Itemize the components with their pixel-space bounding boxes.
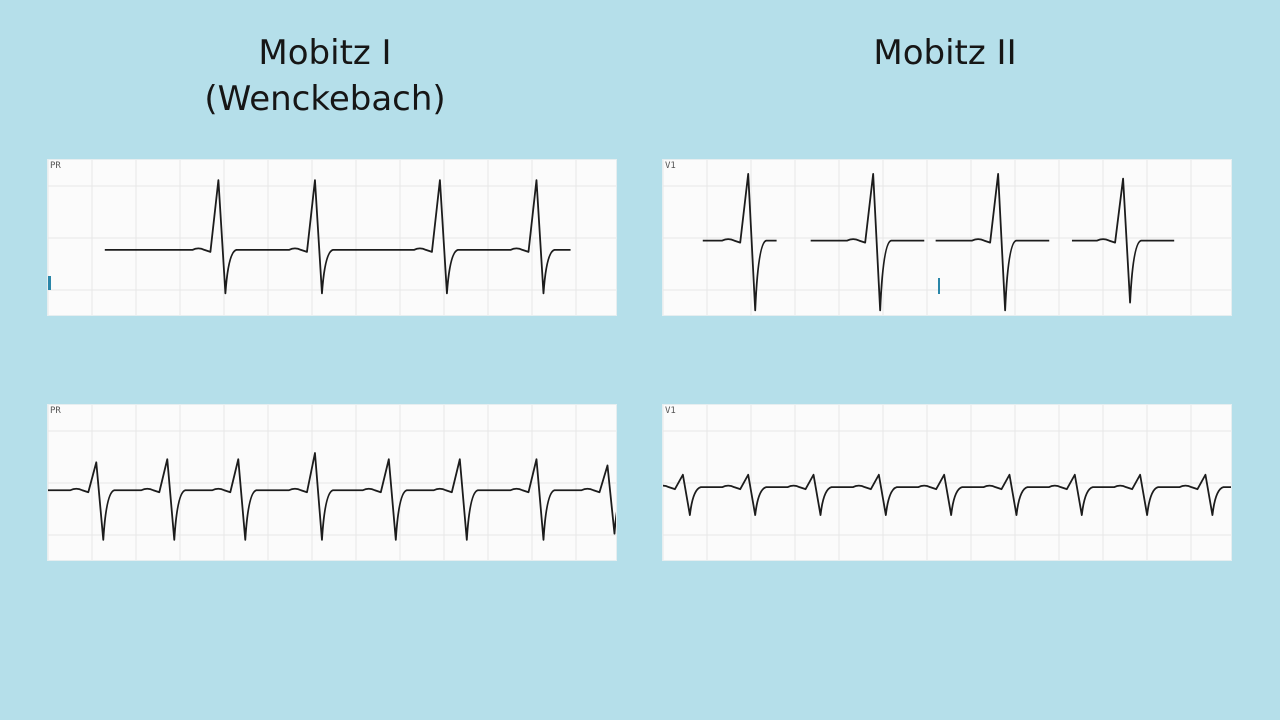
title-mobitz-1-line2: (Wenckebach) (204, 79, 446, 119)
ecg-trace-segment (702, 173, 777, 312)
ecg-trace-svg (48, 160, 616, 315)
lead-label: PR (50, 161, 61, 171)
title-mobitz-1: Mobitz I (Wenckebach) (160, 30, 490, 122)
blocked-beat-marker (938, 278, 940, 294)
ecg-trace-segment (935, 173, 1050, 312)
ecg-grid (663, 160, 1231, 315)
ecg-trace-svg (663, 160, 1231, 315)
ecg-strip-mobitz2-bottom: V1 (663, 405, 1231, 560)
lead-label: PR (50, 406, 61, 416)
ecg-trace-segment (48, 452, 616, 541)
ecg-trace-segment (810, 173, 925, 312)
ecg-trace-svg (663, 405, 1231, 560)
lead-label: V1 (665, 161, 676, 171)
blocked-beat-marker (48, 276, 51, 290)
ecg-strip-mobitz1-bottom: PR (48, 405, 616, 560)
lead-label: V1 (665, 406, 676, 416)
ecg-trace-segment (1071, 177, 1175, 304)
ecg-grid (48, 405, 616, 560)
ecg-trace-svg (48, 405, 616, 560)
ecg-grid (48, 160, 616, 315)
title-mobitz-2: Mobitz II (873, 33, 1017, 73)
ecg-strip-mobitz1-top: PR (48, 160, 616, 315)
ecg-grid (663, 405, 1231, 560)
ecg-trace-segment (663, 473, 1231, 516)
ecg-trace-segment (104, 179, 571, 295)
title-mobitz-1-line1: Mobitz I (258, 33, 392, 73)
ecg-strip-mobitz2-top: V1 (663, 160, 1231, 315)
